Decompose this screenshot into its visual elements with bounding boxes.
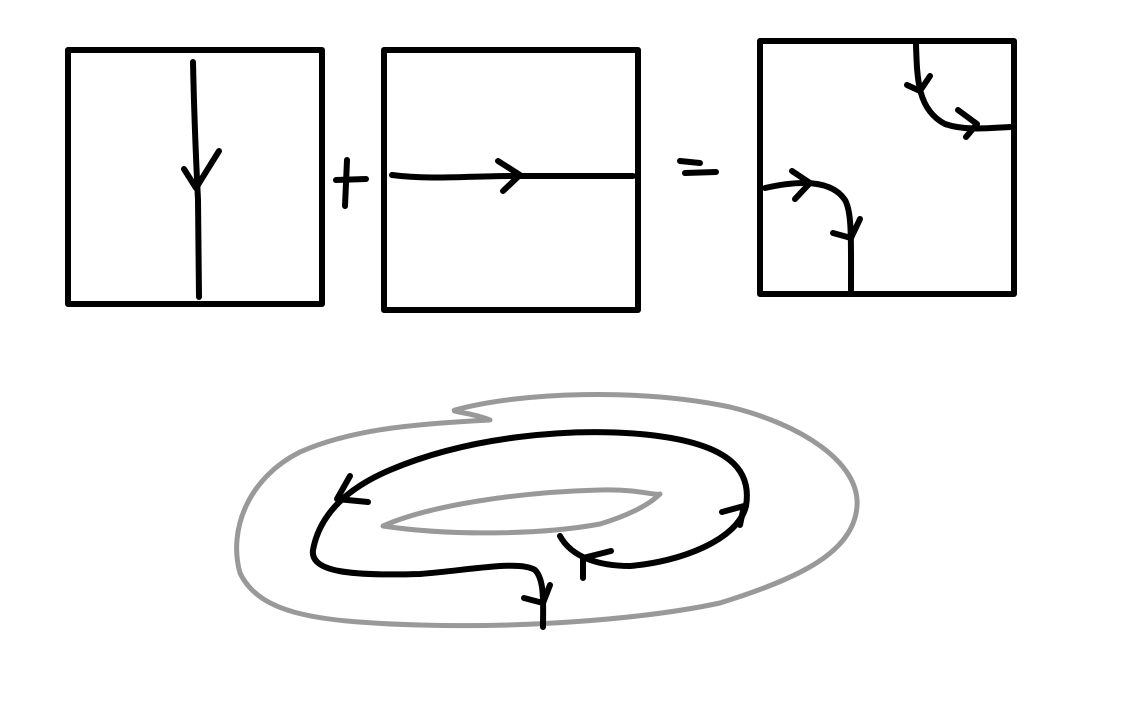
arrow-down-icon	[904, 73, 933, 94]
equals-operator	[677, 158, 719, 176]
panel-horizontal-frame	[381, 47, 641, 313]
vertical-curve	[190, 59, 202, 300]
torus-outer-outline	[234, 392, 860, 629]
panel-resolved	[757, 38, 1017, 297]
panel-vertical-frame	[65, 47, 325, 307]
arrow-down-icon	[830, 216, 863, 241]
torus	[234, 392, 860, 630]
resolved-curve-top	[913, 41, 1013, 132]
arrow-left-icon	[580, 548, 614, 581]
arrow-right-icon	[955, 107, 980, 140]
arrow-down-icon	[719, 503, 747, 528]
panel-vertical	[65, 47, 325, 307]
arrow-right-icon	[495, 158, 523, 194]
horizontal-curve	[389, 172, 636, 181]
torus-curve	[309, 429, 750, 630]
arrow-left-icon	[334, 473, 371, 505]
panel-horizontal	[381, 47, 641, 313]
torus-inner-hole	[380, 487, 663, 536]
arrow-down-icon	[521, 582, 553, 606]
plus-operator	[333, 157, 369, 209]
arrow-down-icon	[181, 148, 222, 191]
panel-resolved-frame	[757, 38, 1017, 297]
arrow-right-icon	[789, 168, 813, 202]
resolved-curve-bottom	[762, 180, 855, 293]
